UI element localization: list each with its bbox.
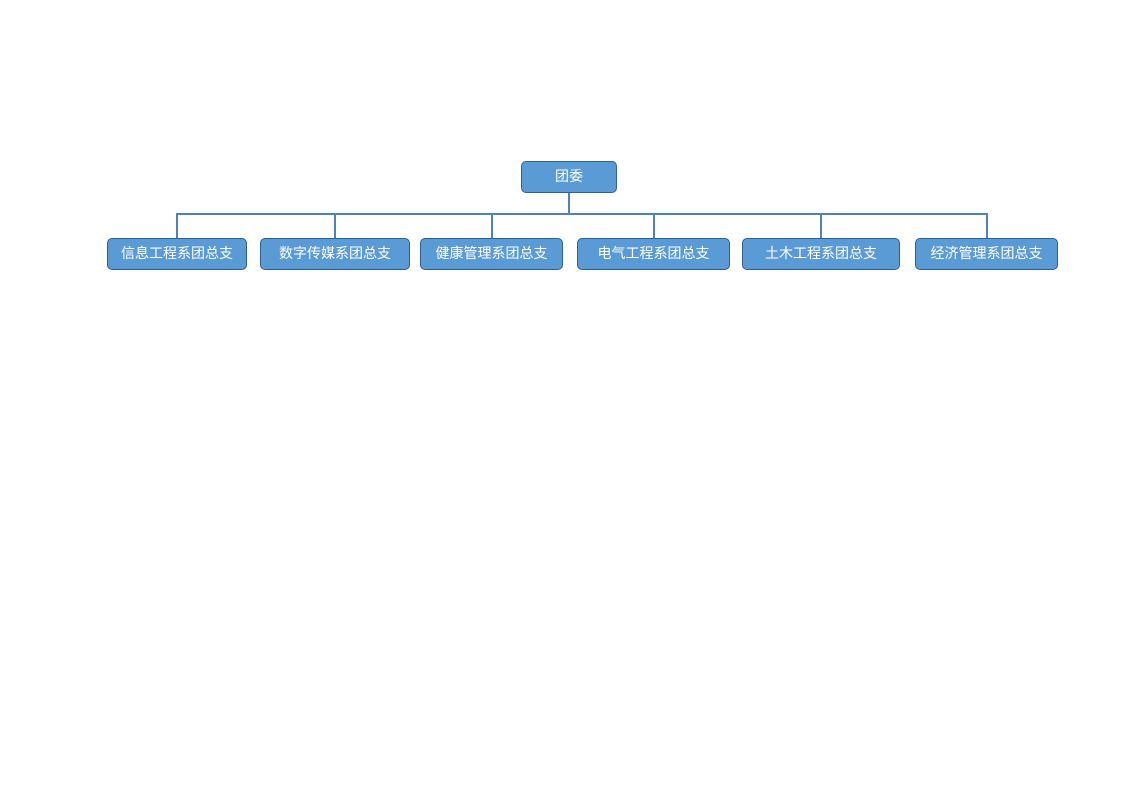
root-node-tuanwei: 团委: [521, 161, 617, 193]
child-connector-1: [176, 214, 178, 238]
root-connector: [568, 193, 570, 214]
child-connector-3: [491, 214, 493, 238]
child-node-civil-engineering: 土木工程系团总支: [742, 238, 900, 270]
child-connector-2: [334, 214, 336, 238]
horizontal-connector: [176, 213, 988, 215]
child-connector-6: [986, 214, 988, 238]
child-connector-5: [820, 214, 822, 238]
child-node-economic-management: 经济管理系团总支: [915, 238, 1058, 270]
child-node-electrical-engineering: 电气工程系团总支: [577, 238, 730, 270]
child-node-information-engineering: 信息工程系团总支: [107, 238, 247, 270]
child-node-health-management: 健康管理系团总支: [420, 238, 563, 270]
child-connector-4: [653, 214, 655, 238]
child-node-digital-media: 数字传媒系团总支: [260, 238, 410, 270]
